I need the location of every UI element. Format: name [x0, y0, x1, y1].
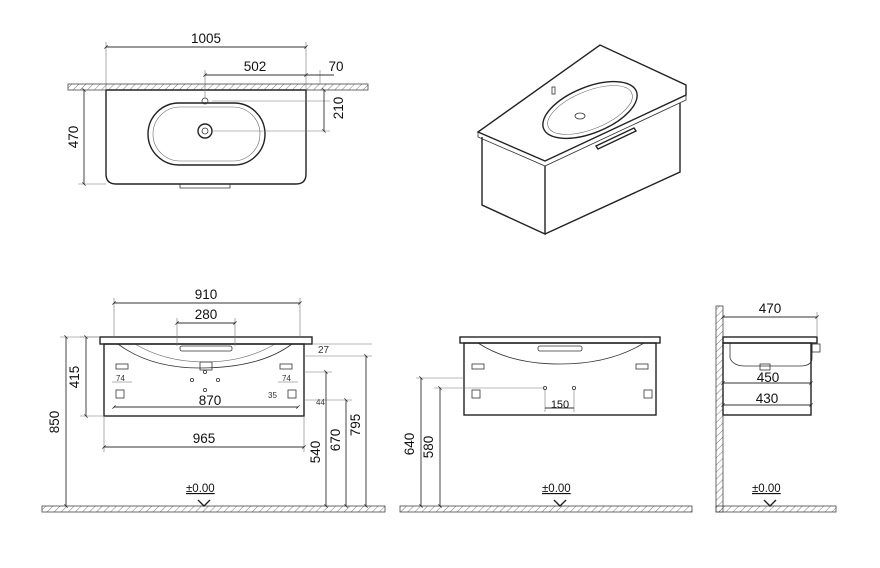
isometric-view	[476, 44, 687, 236]
dim-74-left: 74	[116, 374, 125, 383]
side-dim-450: 450	[757, 370, 780, 385]
top-view-basin	[147, 102, 266, 166]
side-dim-470: 470	[759, 301, 782, 316]
front-view: 910 280 415 850 27 74 74 35 44 870 965	[41, 287, 386, 513]
front-countertop	[99, 336, 313, 345]
side-floor	[715, 505, 837, 513]
mid-view: 150 640 580 ±0.00	[399, 336, 693, 513]
side-dim-430: 430	[756, 391, 779, 406]
dim-470: 470	[66, 126, 81, 149]
iso-front-left	[481, 137, 546, 236]
mid-floor-label: ±0.00	[542, 483, 571, 495]
dim-910: 910	[195, 287, 218, 302]
dim-27: 27	[318, 345, 330, 356]
iso-front-right	[544, 103, 681, 235]
mid-countertop	[459, 336, 661, 344]
front-floor-label: ±0.00	[186, 483, 215, 495]
side-countertop	[722, 336, 818, 344]
dim-1005: 1005	[191, 31, 221, 46]
dim-670: 670	[328, 429, 343, 452]
top-view-drawer-pull	[179, 184, 231, 189]
dim-35: 35	[268, 391, 277, 400]
drain-icon	[197, 123, 213, 139]
floor-level-icon	[197, 499, 211, 507]
side-wall	[715, 305, 724, 513]
top-view-countertop	[105, 89, 307, 185]
mid-floor	[399, 505, 693, 513]
dim-640: 640	[402, 433, 417, 456]
dim-965: 965	[193, 431, 216, 446]
dim-502: 502	[244, 59, 267, 74]
dim-580: 580	[421, 436, 436, 459]
dim-70: 70	[328, 59, 343, 74]
mid-cabinet	[463, 342, 657, 416]
dim-280: 280	[195, 307, 218, 322]
dim-74-right: 74	[282, 374, 291, 383]
side-view: 470 450 430 ±0.00	[715, 301, 837, 513]
side-floor-label: ±0.00	[752, 483, 781, 495]
dim-210: 210	[331, 97, 346, 120]
side-cabinet	[722, 342, 812, 416]
dim-540: 540	[308, 441, 323, 464]
dim-870: 870	[199, 393, 222, 408]
dim-795: 795	[348, 414, 363, 437]
top-view: 1005 502 70 470 210	[66, 31, 369, 189]
iso-basin	[542, 80, 638, 140]
mid-floor-level-icon	[553, 499, 567, 507]
dim-44: 44	[316, 398, 325, 407]
dim-150: 150	[551, 399, 569, 411]
iso-handle-icon	[594, 127, 638, 150]
side-floor-level-icon	[763, 499, 777, 507]
front-floor	[41, 505, 386, 513]
iso-top	[476, 44, 687, 162]
top-view-wall	[67, 83, 369, 91]
dim-850: 850	[47, 411, 62, 434]
dim-415: 415	[67, 366, 82, 389]
front-cabinet	[103, 343, 305, 417]
